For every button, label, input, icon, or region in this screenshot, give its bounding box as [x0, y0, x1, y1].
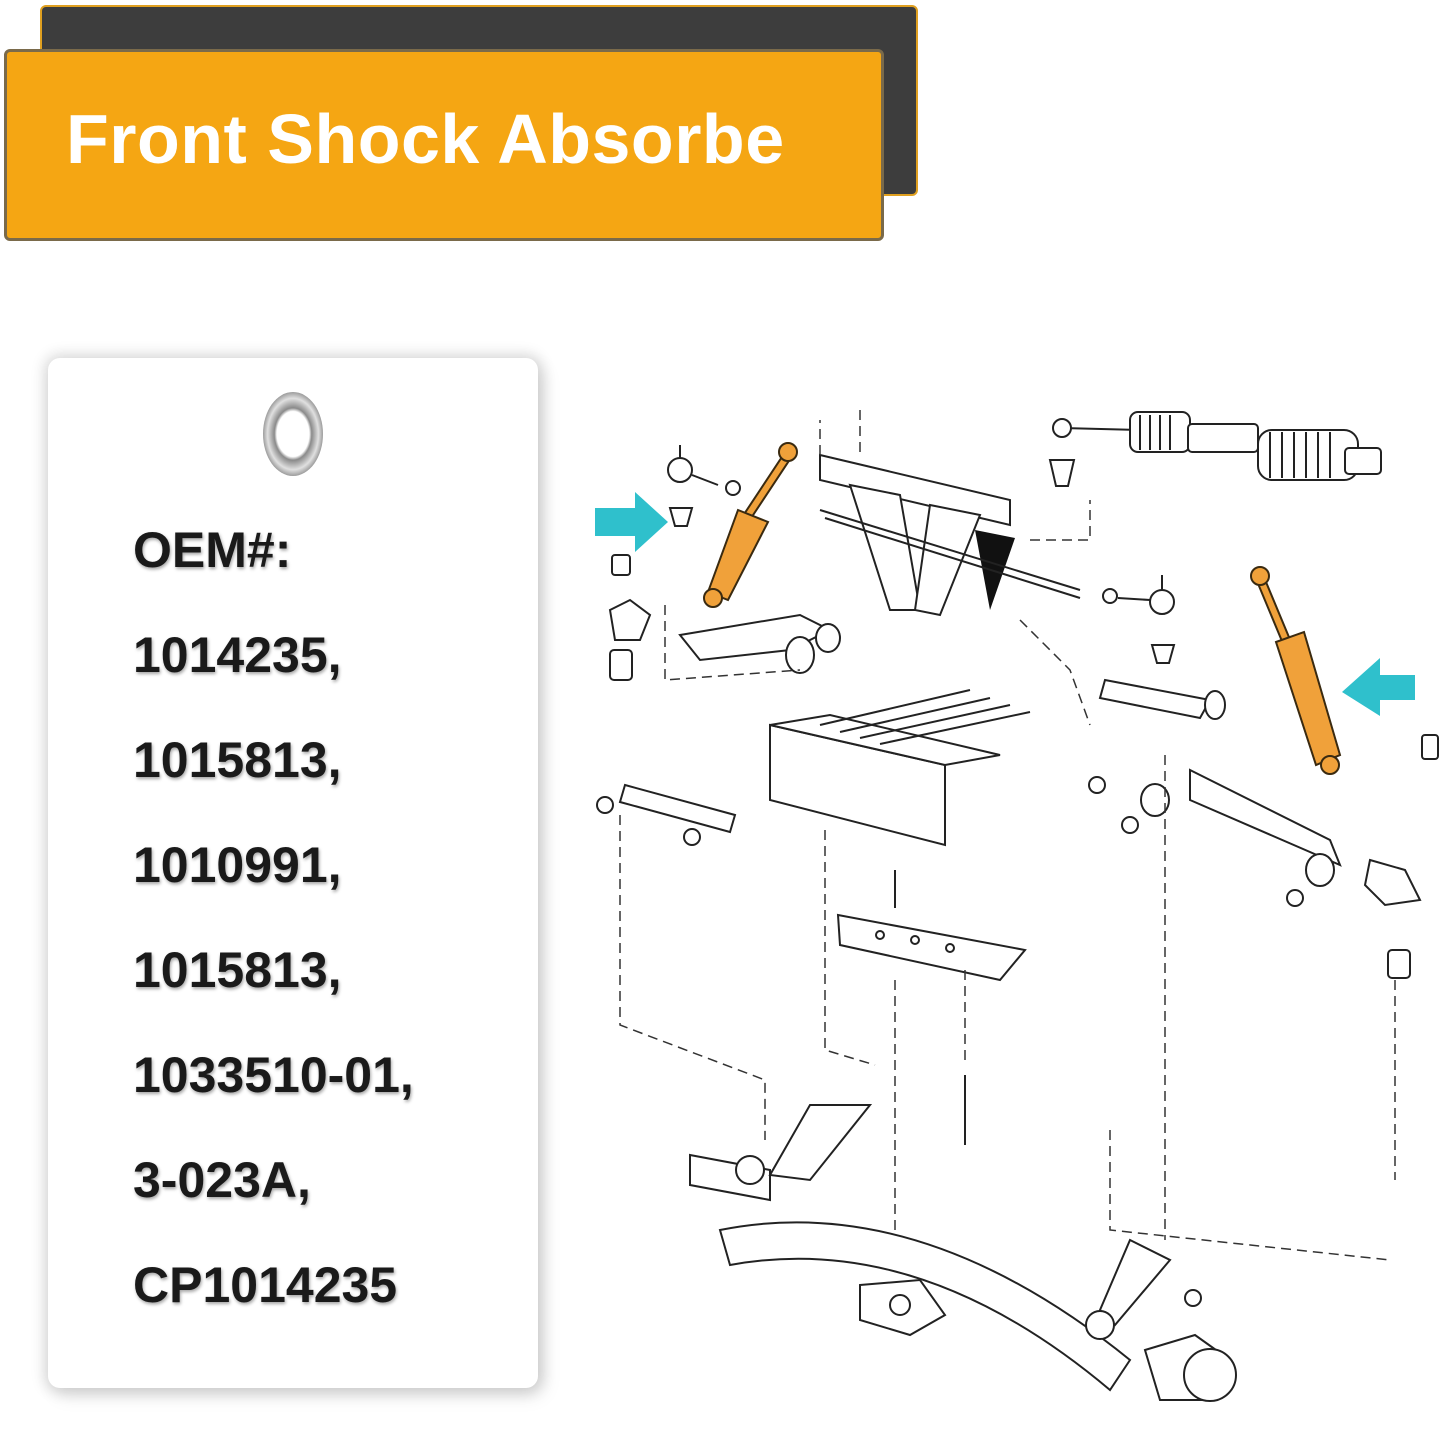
oem-number: CP1014235 [133, 1257, 398, 1313]
oem-number: 1010991, [133, 837, 342, 893]
suspension-exploded-diagram [595, 410, 1439, 1402]
left-shock-absorber [703, 442, 798, 608]
left-pointer-arrow-icon [595, 492, 668, 552]
page-title: Front Shock Absorbe [66, 100, 785, 178]
steering-rack [1048, 411, 1382, 487]
oem-number: 1015813, [133, 732, 342, 788]
oem-number: 3-023A, [133, 1152, 311, 1208]
tag-hole-icon [263, 392, 323, 476]
assembly-guides [619, 605, 1396, 1261]
oem-number: 1014235, [133, 627, 342, 683]
center-plate [769, 689, 1031, 1145]
oem-number: 1033510-01, [133, 1047, 414, 1103]
right-control-arms [1088, 678, 1439, 979]
right-pointer-arrow-icon [1342, 658, 1415, 716]
left-control-arms [596, 554, 841, 846]
front-axle-beam [689, 1104, 1237, 1402]
oem-label: OEM#: [133, 522, 292, 578]
right-shock-absorber [1250, 566, 1342, 775]
oem-list: OEM#: 1014235, 1015813, 1010991, 1015813… [133, 525, 414, 1365]
tie-rod-ends [667, 445, 1176, 664]
oem-number: 1015813, [133, 942, 342, 998]
oem-tag-card [48, 358, 538, 1388]
banner-panel [4, 49, 884, 241]
frame-bracket [819, 410, 1091, 617]
